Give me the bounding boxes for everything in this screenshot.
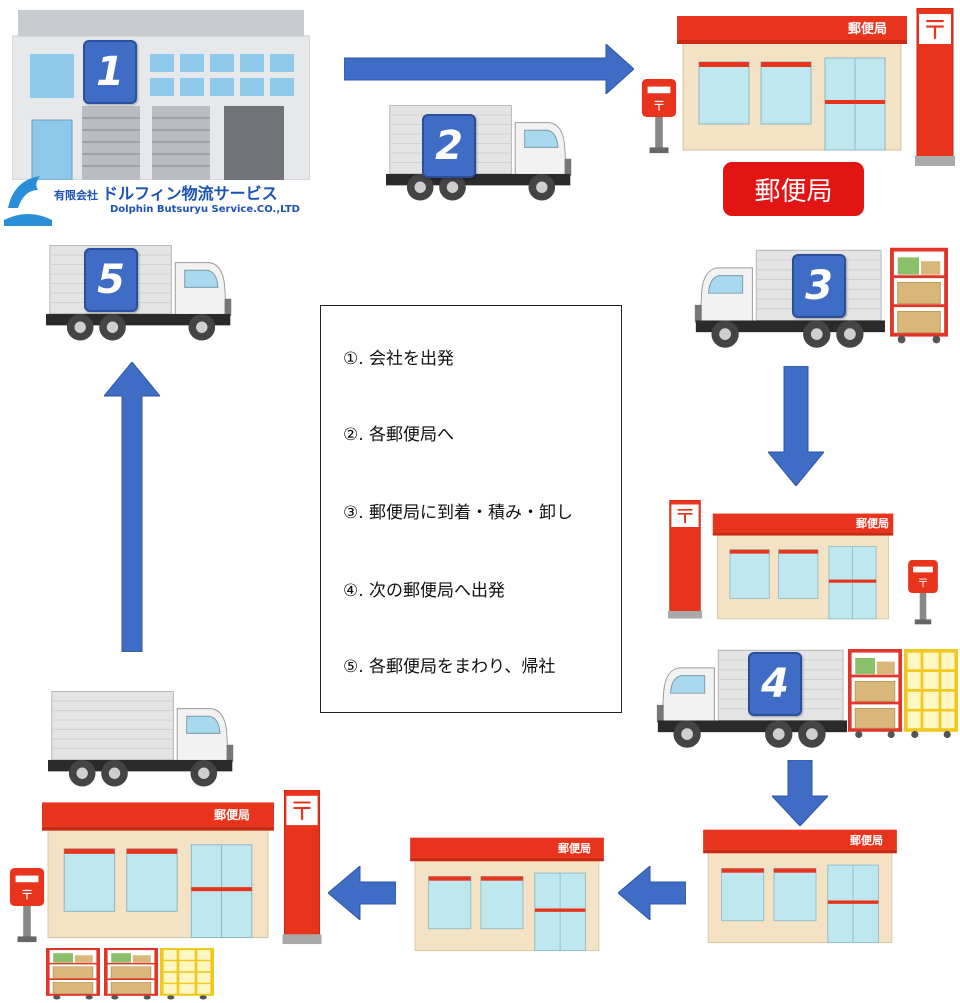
step-badge-5: 5: [84, 248, 138, 312]
truck-returning: [48, 686, 238, 794]
arrow-right-icon: [344, 44, 634, 94]
step-badge-3: 3: [792, 254, 846, 318]
cargo-cart-icon: [104, 948, 158, 1000]
company-name-en: Dolphin Butsuryu Service.CO.,LTD: [110, 204, 300, 215]
company-building: [12, 10, 310, 180]
truck-step-2: [386, 100, 576, 208]
post-office-sign: 郵便局: [558, 842, 591, 855]
company-name-jp: 有限会社ドルフィン物流サービス: [54, 184, 278, 203]
legend-step-3: ③. 郵便局に到着・積み・卸し: [343, 503, 574, 523]
post-pillar-icon: [915, 8, 955, 168]
arrow-down-icon: [772, 760, 828, 826]
arrow-left-icon: [618, 866, 686, 920]
legend-step-5: ⑤. 各郵便局をまわり、帰社: [343, 657, 556, 677]
post-pillar-icon: [282, 790, 322, 946]
truck-step-3: [690, 245, 885, 355]
legend-step-4: ④. 次の郵便局へ出発: [343, 581, 506, 601]
arrow-left-icon: [328, 866, 396, 920]
cargo-cart-icon: [890, 246, 948, 346]
arrow-down-icon: [768, 366, 824, 486]
post-pillar-icon: [668, 500, 702, 620]
post-office-sign: 郵便局: [848, 22, 888, 37]
cargo-cart-icon: [46, 948, 100, 1000]
truck-step-5: [46, 240, 236, 348]
post-office-label: 郵便局: [723, 162, 864, 216]
mailbox-icon: [8, 868, 46, 944]
post-office-sign: 郵便局: [214, 808, 251, 822]
empty-cart-icon: [160, 948, 214, 1000]
mailbox-icon: [906, 560, 940, 626]
step-badge-4: 4: [748, 652, 802, 716]
arrow-up-icon: [104, 362, 160, 652]
post-office-sign: 郵便局: [856, 517, 889, 530]
post-office-sign: 郵便局: [850, 834, 883, 847]
step-legend: ①. 会社を出発 ②. 各郵便局へ ③. 郵便局に到着・積み・卸し ④. 次の郵…: [320, 305, 622, 713]
step-badge-1: 1: [83, 40, 137, 104]
step-badge-2: 2: [422, 114, 476, 178]
legend-step-2: ②. 各郵便局へ: [343, 425, 455, 445]
legend-step-1: ①. 会社を出発: [343, 349, 455, 369]
empty-cart-icon: [904, 648, 958, 740]
mailbox-icon: [640, 78, 678, 156]
cargo-cart-icon: [848, 648, 902, 740]
dolphin-logo-icon: [4, 176, 52, 226]
